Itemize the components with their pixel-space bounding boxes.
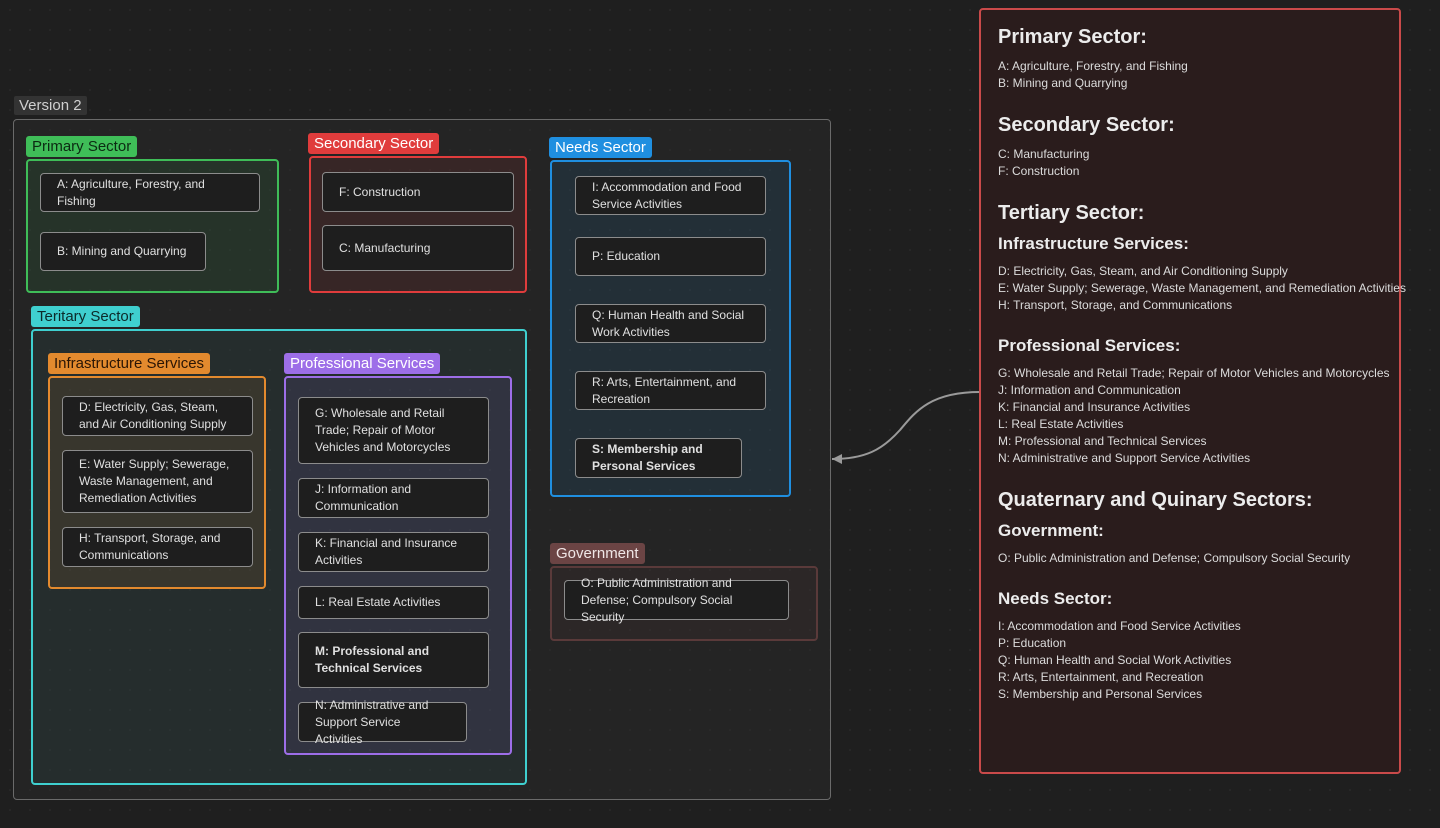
- note-list-item: O: Public Administration and Defense; Co…: [998, 551, 1351, 565]
- note-list-item: I: Accommodation and Food Service Activi…: [998, 619, 1241, 633]
- node-h-transport[interactable]: H: Transport, Storage, and Communication…: [62, 527, 253, 567]
- note-list-item: R: Arts, Entertainment, and Recreation: [998, 670, 1204, 684]
- note-list-professional: G: Wholesale and Retail Trade; Repair of…: [998, 365, 1390, 467]
- note-list-item: J: Information and Communication: [998, 383, 1181, 397]
- node-label: C: Manufacturing: [339, 240, 431, 255]
- group-label-infrastructure: Infrastructure Services: [48, 353, 211, 374]
- group-label-secondary: Secondary Sector: [308, 133, 440, 154]
- note-list-item: E: Water Supply; Sewerage, Waste Managem…: [998, 281, 1406, 295]
- node-i-accommodation[interactable]: I: Accommodation and Food Service Activi…: [575, 176, 766, 215]
- node-label: J: Information and Communication: [315, 482, 412, 513]
- note-list-item: K: Financial and Insurance Activities: [998, 400, 1191, 414]
- node-e-water-supply[interactable]: E: Water Supply; Sewerage, Waste Managem…: [62, 450, 253, 513]
- summary-note-card[interactable]: Primary Sector: A: Agriculture, Forestry…: [979, 8, 1406, 774]
- note-list-item: G: Wholesale and Retail Trade; Repair of…: [998, 366, 1390, 380]
- note-heading-quaternary: Quaternary and Quinary Sectors:: [998, 489, 1313, 511]
- note-heading-infrastructure: Infrastructure Services:: [998, 234, 1189, 253]
- version-label: Version 2: [14, 96, 87, 115]
- note-list-item: F: Construction: [998, 164, 1080, 178]
- node-g-wholesale[interactable]: G: Wholesale and Retail Trade; Repair of…: [298, 397, 489, 464]
- node-d-electricity[interactable]: D: Electricity, Gas, Steam, and Air Cond…: [62, 396, 253, 436]
- node-label: A: Agriculture, Forestry, and Fishing: [57, 176, 205, 208]
- node-c-manufacturing[interactable]: C: Manufacturing: [322, 225, 514, 271]
- note-heading-professional: Professional Services:: [998, 336, 1181, 355]
- note-heading-secondary: Secondary Sector:: [998, 114, 1175, 136]
- note-heading-needs: Needs Sector:: [998, 589, 1113, 608]
- node-label: L: Real Estate Activities: [315, 595, 441, 609]
- note-list-infrastructure: D: Electricity, Gas, Steam, and Air Cond…: [998, 263, 1406, 314]
- node-l-real-estate[interactable]: L: Real Estate Activities: [298, 586, 489, 619]
- node-label: P: Education: [592, 249, 661, 263]
- note-list-secondary: C: Manufacturing F: Construction: [998, 146, 1382, 180]
- group-label-primary: Primary Sector: [26, 136, 138, 157]
- note-list-item: D: Electricity, Gas, Steam, and Air Cond…: [998, 264, 1288, 278]
- node-label: M: Professional and Technical Services: [315, 644, 430, 675]
- node-q-human-health[interactable]: Q: Human Health and Social Work Activiti…: [575, 304, 766, 343]
- node-f-construction[interactable]: F: Construction: [322, 172, 514, 212]
- note-list-government: O: Public Administration and Defense; Co…: [998, 550, 1382, 567]
- node-label: F: Construction: [339, 184, 421, 199]
- note-list-item: N: Administrative and Support Service Ac…: [998, 451, 1251, 465]
- node-label: Q: Human Health and Social Work Activiti…: [592, 307, 745, 339]
- node-r-arts[interactable]: R: Arts, Entertainment, and Recreation: [575, 371, 766, 410]
- group-label-tertiary: Teritary Sector: [31, 306, 140, 327]
- node-label: R: Arts, Entertainment, and Recreation: [592, 374, 737, 406]
- group-label-needs: Needs Sector: [549, 137, 652, 158]
- node-label: S: Membership and Personal Services: [592, 442, 703, 473]
- group-label-government: Government: [550, 543, 645, 564]
- note-heading-tertiary: Tertiary Sector:: [998, 202, 1145, 224]
- node-label: B: Mining and Quarrying: [57, 244, 187, 258]
- node-a-agriculture[interactable]: A: Agriculture, Forestry, and Fishing: [40, 173, 260, 212]
- node-label: G: Wholesale and Retail Trade; Repair of…: [315, 406, 451, 454]
- connector-edge[interactable]: [820, 380, 990, 480]
- node-label: H: Transport, Storage, and Communication…: [79, 531, 221, 562]
- node-label: D: Electricity, Gas, Steam, and Air Cond…: [79, 400, 227, 431]
- node-label: N: Administrative and Support Service Ac…: [315, 697, 429, 746]
- node-label: E: Water Supply; Sewerage, Waste Managem…: [79, 457, 230, 505]
- note-list-needs: I: Accommodation and Food Service Activi…: [998, 618, 1382, 703]
- note-list-item: M: Professional and Technical Services: [998, 434, 1207, 448]
- node-s-membership[interactable]: S: Membership and Personal Services: [575, 438, 742, 478]
- node-o-public-administration[interactable]: O: Public Administration and Defense; Co…: [564, 576, 789, 624]
- note-list-item: H: Transport, Storage, and Communication…: [998, 298, 1233, 312]
- note-list-item: A: Agriculture, Forestry, and Fishing: [998, 59, 1188, 73]
- note-list-item: S: Membership and Personal Services: [998, 687, 1203, 701]
- note-list-item: P: Education: [998, 636, 1067, 650]
- node-label: I: Accommodation and Food Service Activi…: [592, 179, 742, 211]
- node-n-administrative[interactable]: N: Administrative and Support Service Ac…: [298, 698, 467, 746]
- note-list-item: B: Mining and Quarrying: [998, 76, 1128, 90]
- note-list-item: Q: Human Health and Social Work Activiti…: [998, 653, 1232, 667]
- node-k-financial[interactable]: K: Financial and Insurance Activities: [298, 532, 489, 572]
- node-j-information[interactable]: J: Information and Communication: [298, 478, 489, 518]
- node-label: K: Financial and Insurance Activities: [315, 536, 458, 567]
- note-list-item: L: Real Estate Activities: [998, 417, 1124, 431]
- node-b-mining[interactable]: B: Mining and Quarrying: [40, 232, 206, 271]
- node-p-education[interactable]: P: Education: [575, 237, 766, 276]
- arrowhead-icon: [832, 454, 842, 464]
- note-list-primary: A: Agriculture, Forestry, and Fishing B:…: [998, 58, 1382, 92]
- node-m-professional[interactable]: M: Professional and Technical Services: [298, 632, 489, 688]
- note-list-item: C: Manufacturing: [998, 147, 1090, 161]
- note-heading-primary: Primary Sector:: [998, 26, 1147, 48]
- group-label-professional: Professional Services: [284, 353, 441, 374]
- node-label: O: Public Administration and Defense; Co…: [581, 575, 733, 624]
- note-heading-government: Government:: [998, 521, 1104, 540]
